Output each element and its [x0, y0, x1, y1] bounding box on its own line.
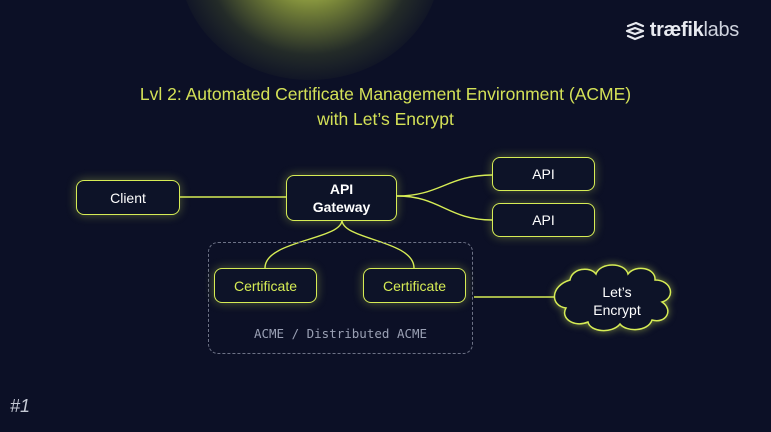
diagram-title: Lvl 2: Automated Certificate Management … — [0, 82, 771, 132]
letsencrypt-label-line-2: Encrypt — [593, 302, 641, 318]
gateway-label-line-1: API — [329, 181, 354, 197]
letsencrypt-cloud — [553, 264, 672, 332]
traefik-swirl-icon — [625, 21, 644, 40]
client-node: Client — [76, 180, 180, 215]
gateway-label-line-2: Gateway — [312, 199, 371, 215]
certificate-node-2: Certificate — [363, 268, 466, 303]
api-2-label: API — [532, 212, 555, 228]
certificate-2-label: Certificate — [382, 277, 447, 294]
logo-suffix: labs — [703, 19, 740, 41]
acme-group-label: ACME / Distributed ACME — [253, 326, 428, 341]
logo-brand: træfik — [649, 19, 704, 41]
api-1-label: API — [532, 166, 555, 182]
slide-number: #1 — [10, 396, 31, 416]
gateway-api-1-line — [396, 174, 493, 197]
client-label: Client — [110, 189, 146, 206]
acme-group-box — [208, 242, 473, 354]
gateway-api-2-line — [396, 195, 493, 221]
api-node-1: API — [492, 157, 595, 191]
letsencrypt-label-line-1: Let’s — [602, 284, 632, 300]
certificate-1-label: Certificate — [233, 277, 298, 294]
title-line-1: Lvl 2: Automated Certificate Management … — [139, 84, 632, 104]
letsencrypt-label: Let’s Encrypt — [584, 283, 650, 319]
gateway-cert-2-line — [341, 219, 415, 269]
title-line-2: with Let’s Encrypt — [317, 109, 454, 129]
gateway-cert-1-line — [264, 219, 343, 269]
api-gateway-node: API Gateway — [286, 175, 397, 221]
api-node-2: API — [492, 203, 595, 237]
certificate-node-1: Certificate — [214, 268, 317, 303]
